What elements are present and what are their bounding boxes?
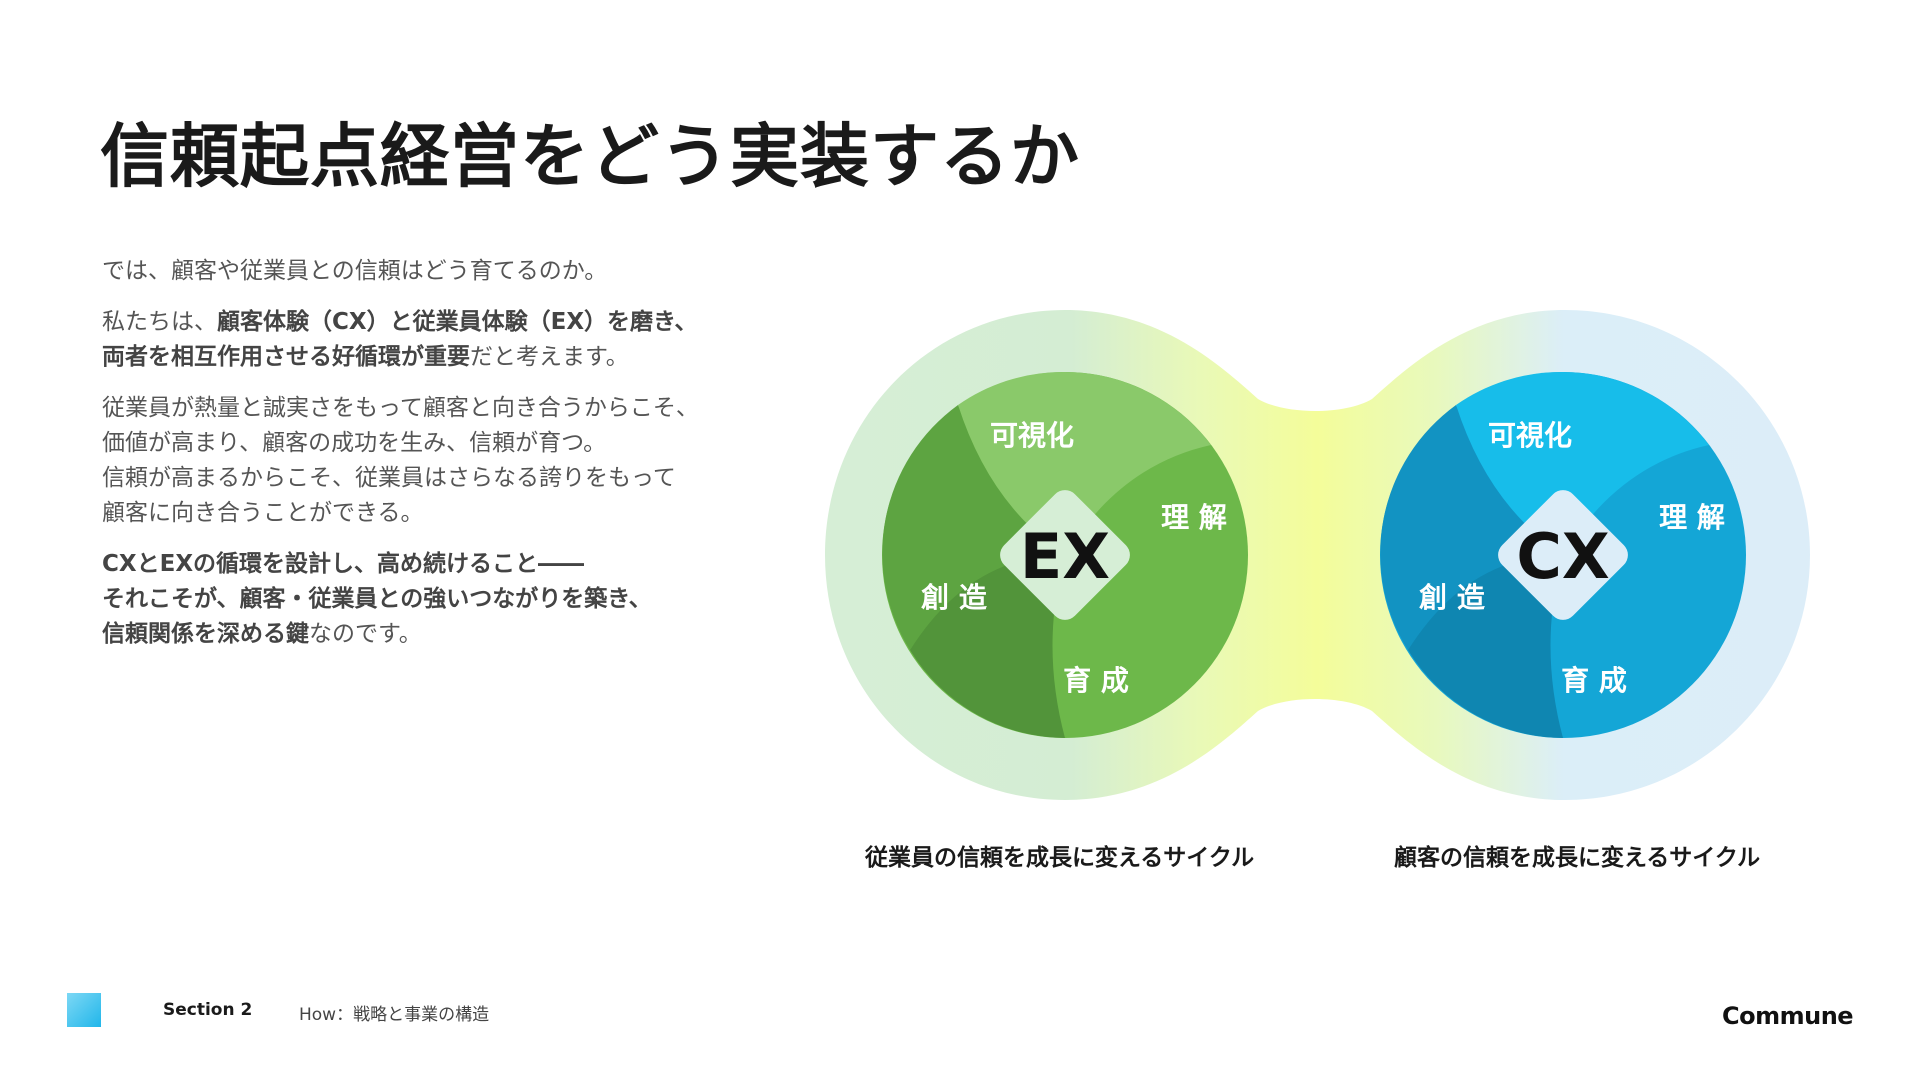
p2-bold-2: 両者を相互作用させる好循環が重要 xyxy=(102,344,470,370)
ex-segment-create-lower xyxy=(910,555,1065,738)
ex-label-visualize: 可視化 xyxy=(990,419,1074,452)
page-title: 信頼起点経営をどう実装するか xyxy=(100,117,1080,197)
p3-line-2: 価値が高まり、顧客の成功を生み、信頼が育つ。 xyxy=(102,430,607,456)
cx-center-diamond xyxy=(1498,490,1628,620)
ex-caption: 従業員の信頼を成長に変えるサイクル xyxy=(865,845,1255,871)
ex-segment-visualize-lower xyxy=(958,371,1065,555)
ex-center-label: EX xyxy=(1020,520,1110,593)
cx-label-visualize: 可視化 xyxy=(1488,419,1572,452)
p4-bold-1: CXとEXの循環を設計し、高め続けること―― xyxy=(102,551,585,577)
cx-cycle: CX 可視化 理 解 育 成 創 造 xyxy=(1380,371,1746,738)
ex-label-create: 創 造 xyxy=(921,581,987,614)
footer-section-subtitle: How：戦略と事業の構造 xyxy=(299,1005,490,1025)
ex-label-nurture: 育 成 xyxy=(1063,664,1129,697)
ex-segment-create xyxy=(882,405,1065,650)
body-text: では、顧客や従業員との信頼はどう育てるのか。 私たちは、顧客体験（CX）と従業員… xyxy=(102,254,742,668)
paragraph-2: 私たちは、顧客体験（CX）と従業員体験（EX）を磨き、 両者を相互作用させる好循… xyxy=(102,305,742,375)
paragraph-1: では、顧客や従業員との信頼はどう育てるのか。 xyxy=(102,258,608,284)
cx-label-understand: 理 解 xyxy=(1659,501,1725,534)
cx-segment-create-lower xyxy=(1408,555,1563,738)
ex-cycle: EX 可視化 理 解 育 成 創 造 xyxy=(882,371,1248,738)
p4-bold-2: それこそが、顧客・従業員との強いつながりを築き、 xyxy=(102,586,652,612)
paragraph-4: CXとEXの循環を設計し、高め続けること―― それこそが、顧客・従業員との強いつ… xyxy=(102,547,742,652)
p4-bold-3: 信頼関係を深める鍵 xyxy=(102,621,309,647)
commune-logo: Commune xyxy=(1722,1002,1854,1030)
cx-caption: 顧客の信頼を成長に変えるサイクル xyxy=(1394,845,1761,871)
cx-segment-visualize-lower xyxy=(1456,371,1563,555)
ex-label-understand: 理 解 xyxy=(1161,501,1227,534)
p2-text-1: 私たちは、 xyxy=(102,309,217,335)
p3-line-4: 顧客に向き合うことができる。 xyxy=(102,500,424,526)
p2-text-2: だと考えます。 xyxy=(470,344,629,370)
p3-line-3: 信頼が高まるからこそ、従業員はさらなる誇りをもって xyxy=(102,465,676,491)
cx-center-label: CX xyxy=(1516,520,1609,593)
p4-text-1: なのです。 xyxy=(309,621,422,647)
section-marker-square xyxy=(67,993,101,1027)
cx-segment-create xyxy=(1380,405,1563,650)
paragraph-3: 従業員が熱量と誠実さをもって顧客と向き合うからこそ、 価値が高まり、顧客の成功を… xyxy=(102,391,742,531)
footer-section-label: Section 2 xyxy=(163,1000,253,1020)
ex-segment-visualize xyxy=(1065,372,1211,555)
p2-bold-1: 顧客体験（CX）と従業員体験（EX）を磨き、 xyxy=(217,309,698,335)
ex-center-diamond xyxy=(1000,490,1130,620)
cx-segment-visualize xyxy=(1563,372,1709,555)
p3-line-1: 従業員が熱量と誠実さをもって顧客と向き合うからこそ、 xyxy=(102,395,699,421)
cx-label-nurture: 育 成 xyxy=(1561,664,1627,697)
cx-label-create: 創 造 xyxy=(1419,581,1485,614)
ex-cx-cycle-diagram: EX 可視化 理 解 育 成 創 造 CX 可視化 理 解 育 成 創 造 xyxy=(825,310,1810,800)
